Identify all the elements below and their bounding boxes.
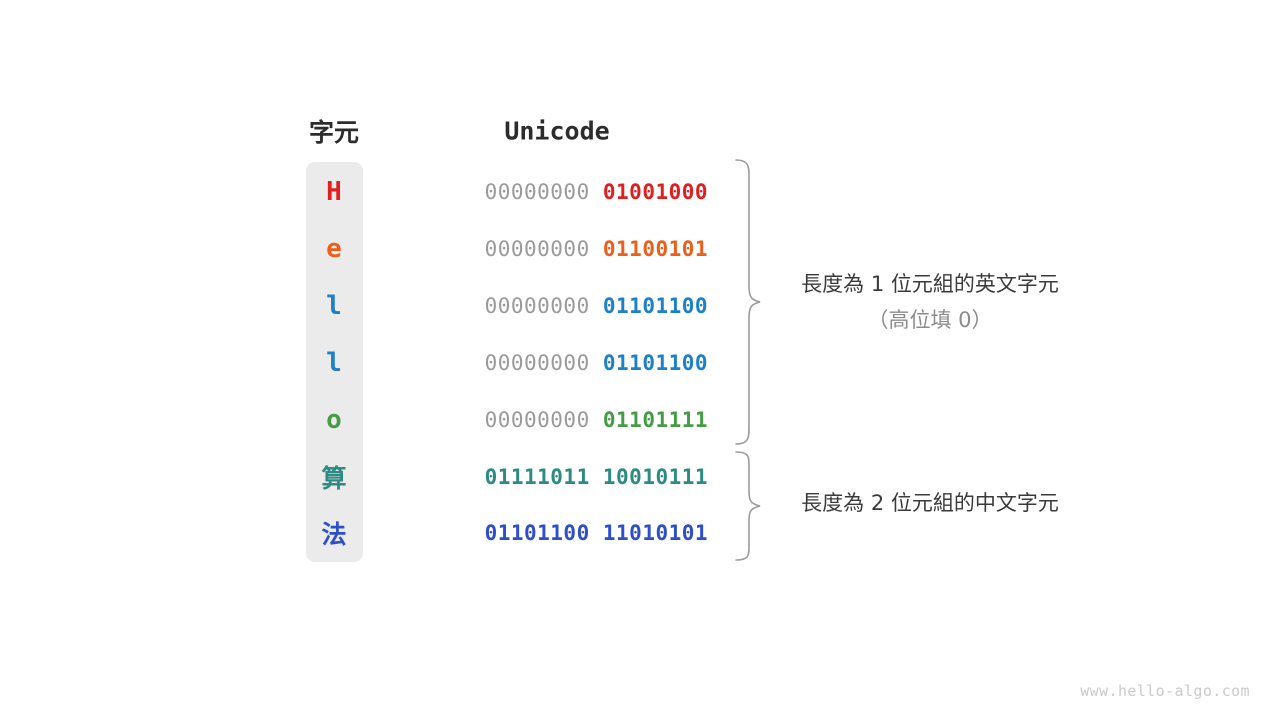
low-byte: 11010101 <box>602 521 709 545</box>
byte-separator: 0 <box>590 294 603 318</box>
low-byte: 10010111 <box>602 465 709 489</box>
byte-separator: 0 <box>590 237 603 261</box>
unicode-bits-cell: 00000000001100101 <box>432 213 708 285</box>
character-cell: 法 <box>321 520 347 549</box>
unicode-bits-cell: 00000000001101111 <box>432 384 708 456</box>
character-cell: l <box>326 348 342 378</box>
byte-separator: 0 <box>590 180 603 204</box>
byte-separator: 0 <box>590 521 603 545</box>
high-byte: 00000000 <box>484 294 590 318</box>
high-byte: 00000000 <box>484 237 590 261</box>
character-cell: H <box>326 177 342 207</box>
annotation-ascii-line1: 長度為 1 位元組的英文字元 <box>801 272 1059 296</box>
high-byte: 01111011 <box>484 465 590 489</box>
unicode-bits-cell: 01111011010010111 <box>432 441 708 513</box>
low-byte: 01001000 <box>602 180 709 204</box>
unicode-bits-cell: 00000000001101100 <box>432 327 708 399</box>
byte-separator: 0 <box>590 465 603 489</box>
brace-cjk-group <box>714 450 762 562</box>
column-header-character: 字元 <box>308 118 360 147</box>
high-byte: 00000000 <box>484 408 590 432</box>
annotation-cjk: 長度為 2 位元組的中文字元 <box>801 485 1059 521</box>
unicode-bits-cell: 00000000001101100 <box>432 270 708 342</box>
high-byte: 00000000 <box>484 180 590 204</box>
annotation-cjk-line1: 長度為 2 位元組的中文字元 <box>801 491 1059 515</box>
column-header-unicode: Unicode <box>504 116 610 146</box>
brace-ascii-group <box>714 158 762 446</box>
annotation-ascii: 長度為 1 位元組的英文字元 （高位填 0） <box>801 266 1059 338</box>
watermark: www.hello-algo.com <box>1080 682 1250 700</box>
character-cell: 算 <box>321 464 347 493</box>
byte-separator: 0 <box>590 408 603 432</box>
annotation-ascii-line2: （高位填 0） <box>867 308 993 332</box>
unicode-bits-cell: 01101100011010101 <box>432 497 708 569</box>
high-byte: 01101100 <box>484 521 590 545</box>
character-cell: e <box>326 234 342 264</box>
byte-separator: 0 <box>590 351 603 375</box>
character-column-background <box>306 162 363 562</box>
unicode-bits-cell: 00000000001001000 <box>432 156 708 228</box>
low-byte: 01101111 <box>602 408 709 432</box>
low-byte: 01100101 <box>602 237 709 261</box>
character-cell: o <box>326 405 342 435</box>
high-byte: 00000000 <box>484 351 590 375</box>
low-byte: 01101100 <box>602 351 709 375</box>
low-byte: 01101100 <box>602 294 709 318</box>
character-cell: l <box>326 291 342 321</box>
